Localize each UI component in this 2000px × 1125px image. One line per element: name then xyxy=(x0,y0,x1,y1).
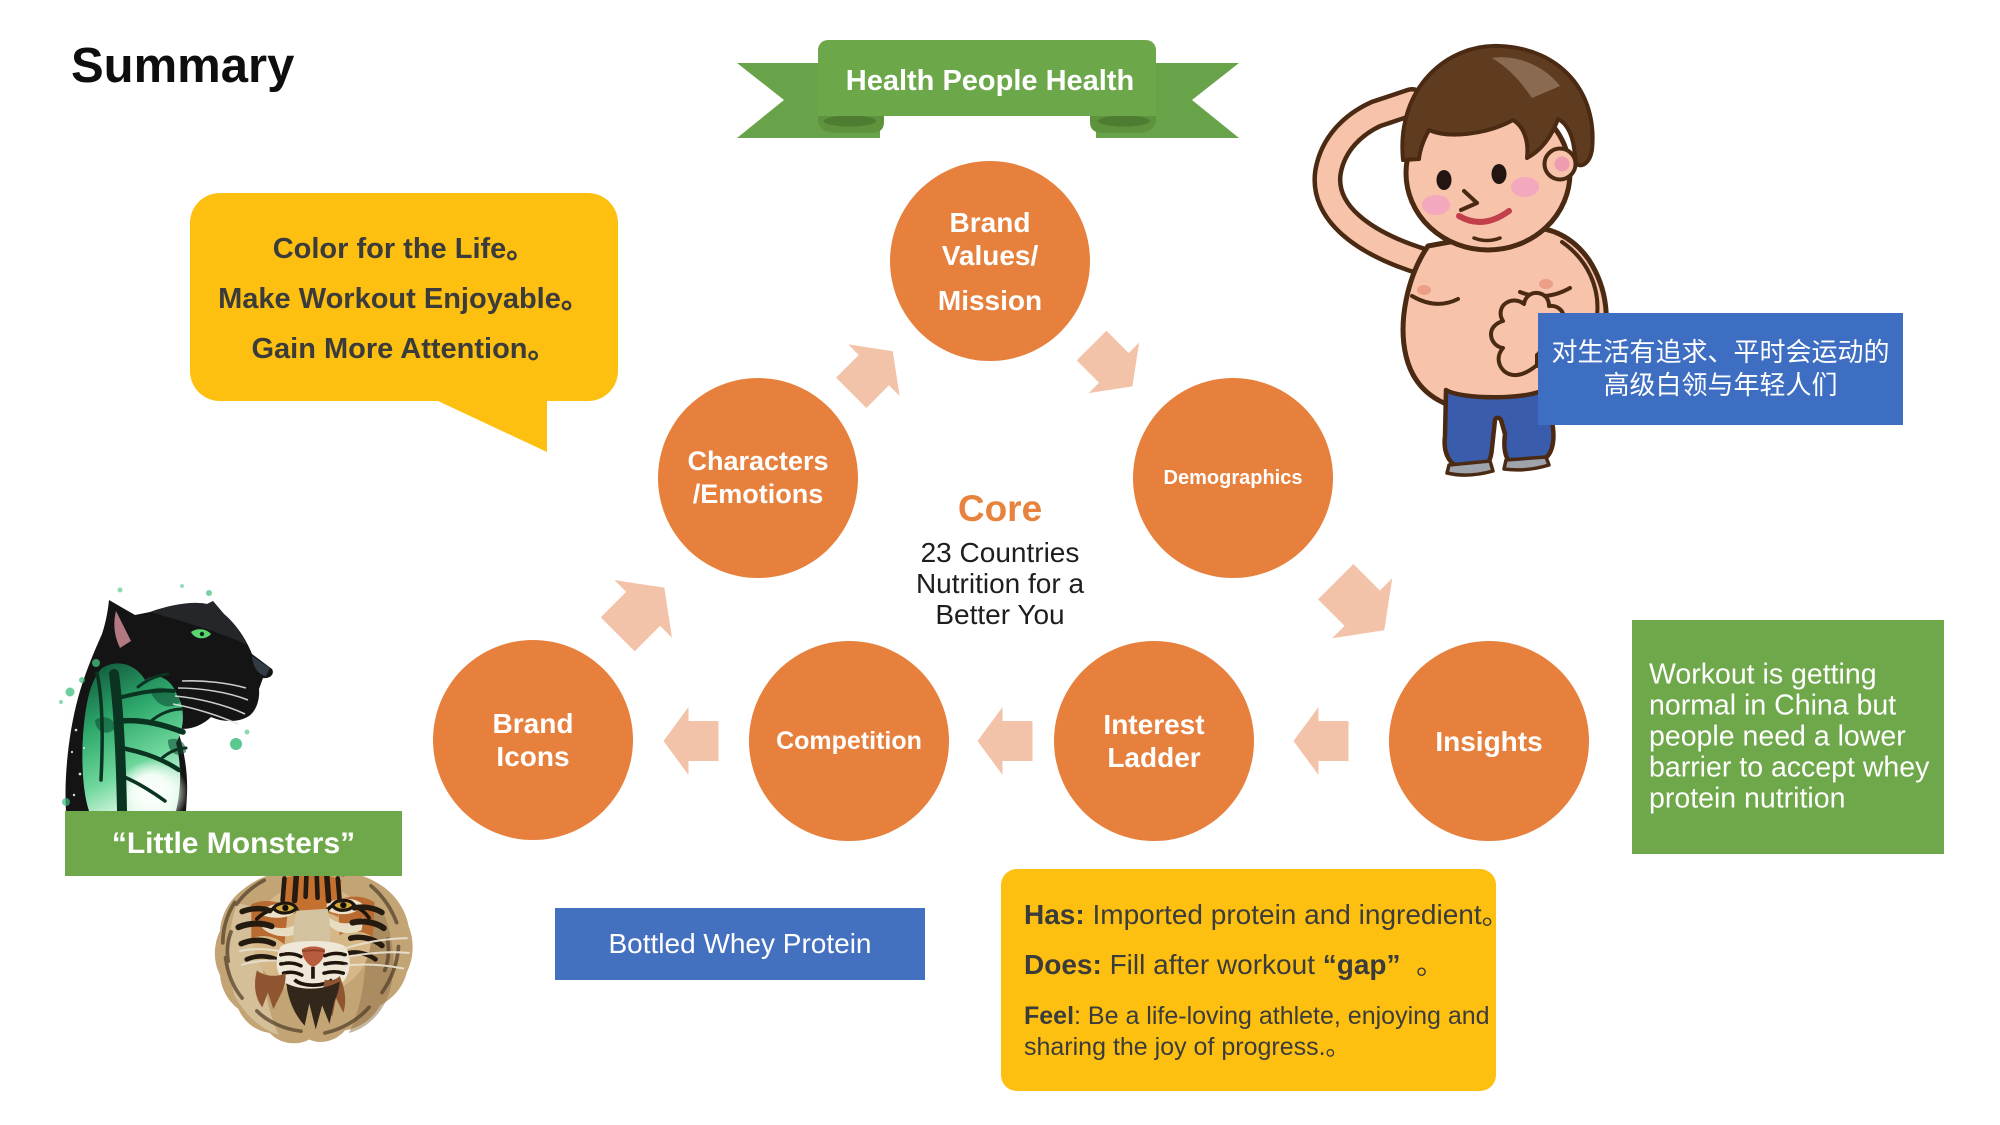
svg-text:Health People Health: Health People Health xyxy=(846,65,1134,97)
